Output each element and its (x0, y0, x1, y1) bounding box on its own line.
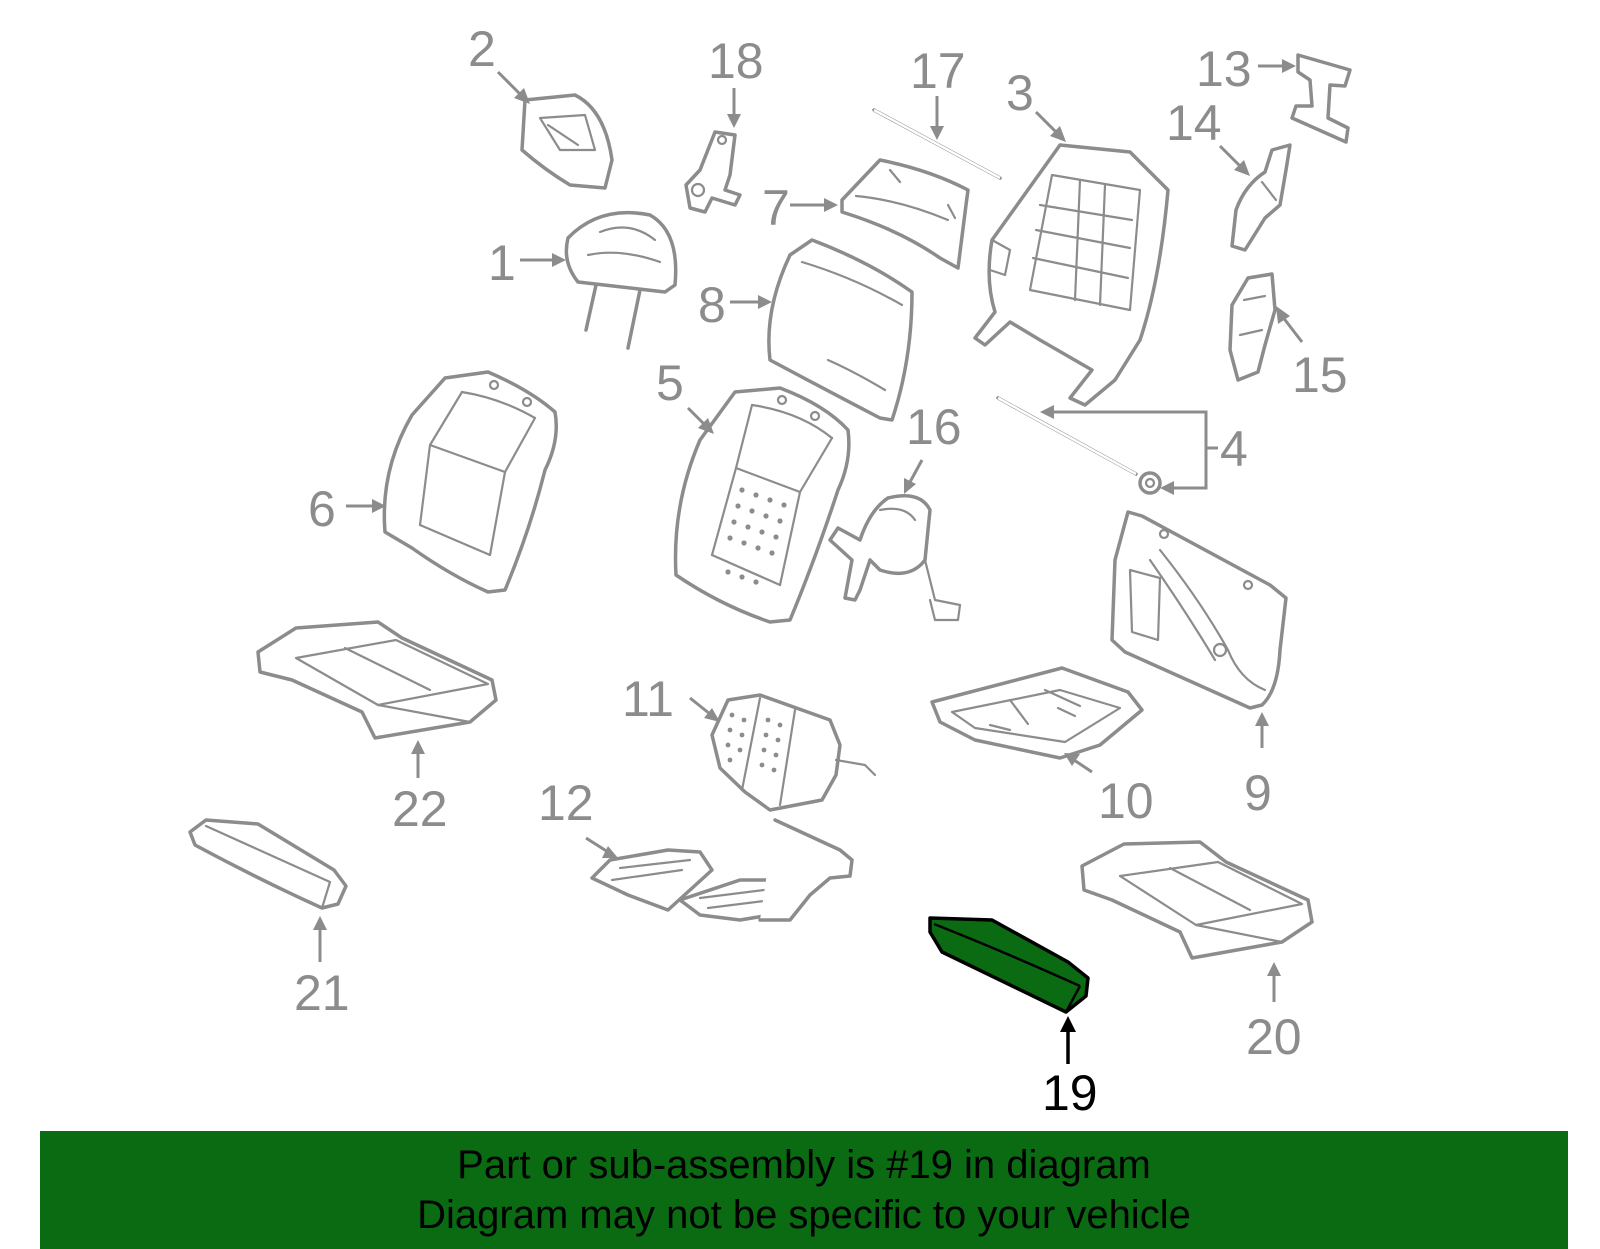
callout-3-leader (1034, 110, 1060, 136)
callout-2-arrow (514, 88, 530, 104)
part-5-drawing (673, 386, 851, 624)
callout-7-arrow (824, 198, 838, 212)
callout-6-arrow (372, 499, 386, 513)
callout-2: 2 (468, 21, 496, 77)
callout-6: 6 (308, 481, 336, 537)
part-10-drawing (930, 666, 1144, 760)
callout-16-arrow (904, 478, 916, 494)
part-9-drawing (1110, 510, 1288, 710)
callout-14: 14 (1166, 95, 1222, 151)
callout-4-arrow-bottom (1160, 481, 1174, 495)
part-2-drawing (520, 93, 614, 190)
callout-11: 11 (622, 671, 674, 727)
callout-11-arrow (704, 708, 720, 722)
callout-17: 17 (910, 43, 966, 99)
callout-14-leader (1218, 144, 1244, 170)
callout-7: 7 (762, 180, 790, 236)
callout-21: 21 (294, 965, 350, 1021)
callout-17-arrow (930, 126, 944, 140)
part-7-drawing (840, 158, 970, 270)
callout-13-arrow (1282, 59, 1296, 73)
callout-10-arrow (1064, 753, 1080, 766)
callout-10: 10 (1098, 773, 1154, 829)
callout-11-leader (689, 696, 711, 716)
part-15-drawing (1228, 272, 1277, 382)
callout-22: 22 (392, 781, 448, 837)
callout-12-leader (585, 836, 609, 854)
part-11-drawing (710, 693, 877, 812)
callout-15: 15 (1292, 347, 1348, 403)
callout-20-arrow (1267, 962, 1281, 976)
callout-9-arrow (1255, 712, 1269, 726)
part-1-drawing (564, 210, 678, 350)
part-16-drawing (828, 494, 962, 622)
part-14-drawing (1230, 143, 1292, 252)
callout-9: 9 (1244, 765, 1272, 821)
part-18-drawing (684, 130, 742, 214)
part-12-drawing (590, 818, 854, 922)
banner-line-disclaimer: Diagram may not be specific to your vehi… (417, 1193, 1191, 1237)
callout-3-arrow (1050, 126, 1066, 142)
callout-5-arrow (698, 418, 714, 434)
seat-parts-diagram: 2 1 18 17 7 8 (188, 21, 1352, 1121)
callout-18: 18 (708, 33, 764, 89)
callout-4-arrow-top (1040, 405, 1054, 419)
part-22-drawing (256, 620, 498, 740)
callout-4-leader (1048, 410, 1208, 490)
callout-2-leader (496, 70, 524, 98)
callout-8: 8 (698, 277, 726, 333)
callout-8-arrow (758, 295, 772, 309)
part-3-drawing (973, 143, 1170, 407)
callout-21-arrow (313, 916, 327, 930)
part-21-drawing (188, 818, 348, 910)
callout-13: 13 (1196, 41, 1252, 97)
callout-19-arrow (1060, 1016, 1076, 1032)
callout-16-leader (908, 459, 924, 483)
callout-15-arrow (1276, 306, 1290, 324)
info-banner: Part or sub-assembly is #19 in diagram D… (40, 1131, 1568, 1249)
part-13-drawing (1290, 53, 1352, 144)
part-6-drawing (382, 370, 558, 594)
part-20-drawing (1080, 840, 1314, 960)
callout-16: 16 (906, 399, 962, 455)
callout-4: 4 (1220, 421, 1248, 477)
callout-19: 19 (1042, 1065, 1098, 1121)
part-4-drawing (996, 396, 1162, 495)
part-19-drawing (928, 916, 1090, 1014)
callout-10-leader (1073, 758, 1093, 774)
part-17-drawing (872, 108, 1002, 180)
callout-1-arrow (552, 253, 566, 267)
banner-line-part-number: Part or sub-assembly is #19 in diagram (457, 1143, 1151, 1187)
callout-20: 20 (1246, 1009, 1302, 1065)
callout-12-arrow (602, 846, 618, 858)
callout-18-arrow (727, 114, 741, 128)
callout-5: 5 (656, 355, 684, 411)
part-8-drawing (767, 238, 914, 422)
callout-12: 12 (538, 775, 594, 831)
callout-1: 1 (488, 235, 516, 291)
callout-14-arrow (1234, 160, 1250, 176)
callout-22-arrow (411, 740, 425, 754)
callout-3: 3 (1006, 65, 1034, 121)
callout-15-leader (1280, 315, 1304, 343)
